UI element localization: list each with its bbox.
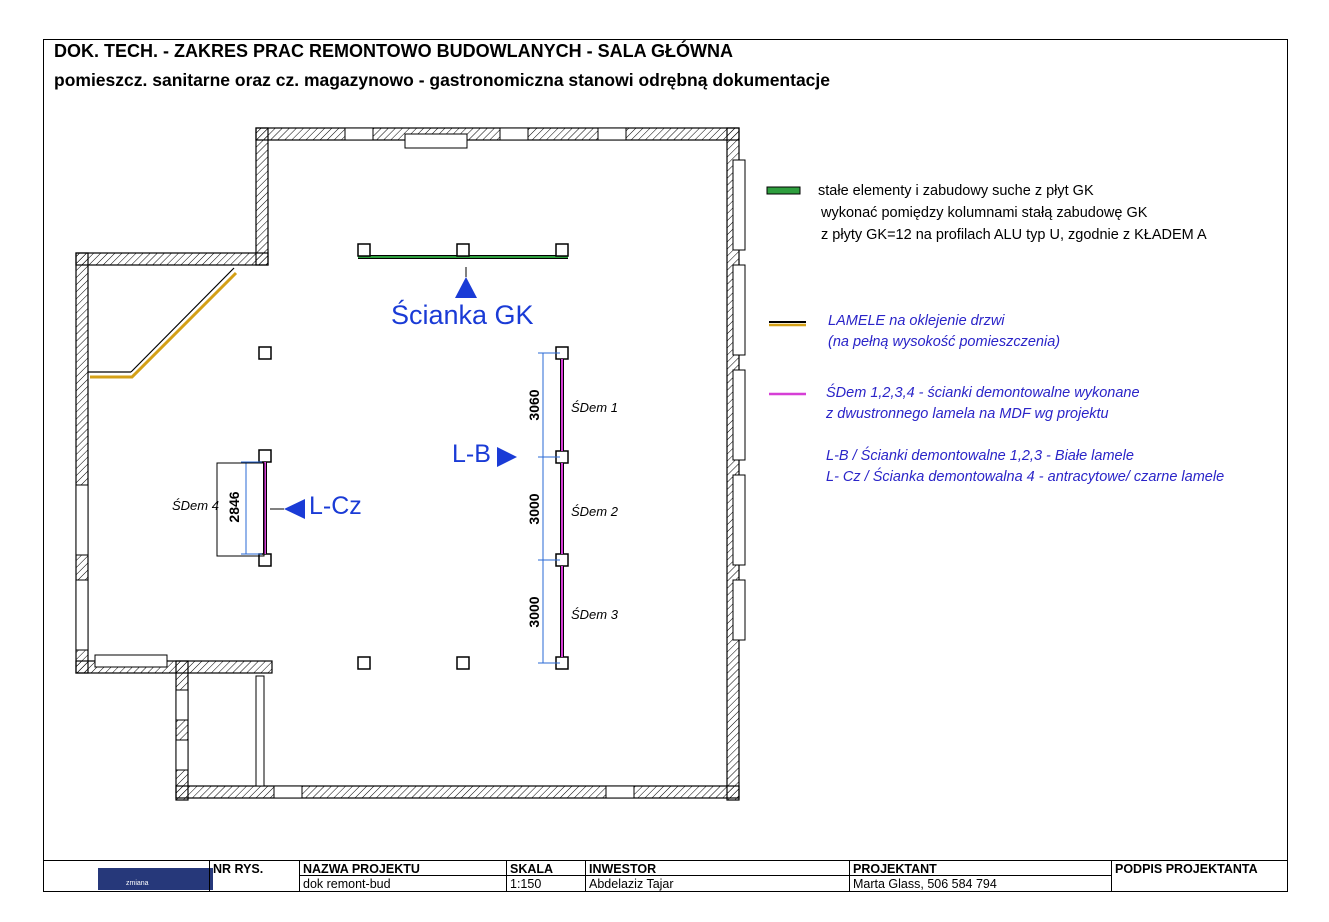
legend-gk-line3: z płyty GK=12 na profilach ALU typ U, zg… bbox=[821, 227, 1207, 243]
sdem-1-dimension: 3060 bbox=[526, 389, 542, 421]
sdem-1-label: ŚDem 1 bbox=[571, 400, 618, 415]
lb-label: L-B bbox=[452, 440, 491, 468]
tb-investor: INWESTOR Abdelaziz Tajar bbox=[585, 861, 849, 892]
legend-lb-note: L-B / Ścianki demontowalne 1,2,3 - Białe… bbox=[826, 448, 1134, 464]
gk-label: Ścianka GK bbox=[391, 300, 534, 330]
tb-scale-label: SKALA bbox=[510, 862, 554, 876]
tb-project-label: NAZWA PROJEKTU bbox=[303, 862, 420, 876]
title-block: NR RYS. NAZWA PROJEKTU dok remont-bud SK… bbox=[43, 860, 1288, 892]
sdem-3-dimension: 3000 bbox=[526, 596, 542, 628]
gk-marker-arrow bbox=[455, 277, 477, 298]
legend-sdem-line1: ŚDem 1,2,3,4 - ścianki demontowalne wyko… bbox=[826, 385, 1140, 401]
openings bbox=[75, 127, 746, 799]
tb-nr-rys-label: NR RYS. bbox=[213, 862, 264, 876]
company-logo bbox=[98, 868, 213, 890]
sdem-4-label: ŚDem 4 bbox=[172, 498, 219, 513]
document-subtitle: pomieszcz. sanitarne oraz cz. magazynowo… bbox=[54, 70, 831, 90]
tb-designer: PROJEKTANT Marta Glass, 506 584 794 bbox=[849, 861, 1111, 892]
sdem-2-label: ŚDem 2 bbox=[571, 504, 618, 519]
lb-marker-arrow bbox=[497, 447, 517, 467]
tb-designer-value: Marta Glass, 506 584 794 bbox=[853, 877, 997, 891]
sdem-3-label: ŚDem 3 bbox=[571, 607, 618, 622]
lamele-swatch bbox=[769, 321, 806, 327]
tb-project-value: dok remont-bud bbox=[303, 877, 391, 891]
logo-text: zmiana bbox=[126, 880, 149, 887]
lcz-marker-arrow bbox=[284, 499, 305, 519]
tb-investor-label: INWESTOR bbox=[589, 862, 657, 876]
sdem-4-dimension: 2846 bbox=[226, 491, 242, 523]
tb-scale-value: 1:150 bbox=[510, 877, 542, 891]
drawing-frame bbox=[43, 39, 1288, 892]
tb-project: NAZWA PROJEKTU dok remont-bud bbox=[299, 861, 506, 892]
tb-nr-rys: NR RYS. bbox=[209, 861, 299, 892]
legend-lcz-note: L- Cz / Ścianka demontowalna 4 - antracy… bbox=[826, 469, 1225, 485]
tb-designer-label: PROJEKTANT bbox=[853, 862, 937, 876]
tb-scale: SKALA 1:150 bbox=[506, 861, 585, 892]
legend-sdem-line2: z dwustronnego lamela na MDF wg projektu bbox=[826, 406, 1109, 422]
sdem-4-detail-box bbox=[216, 462, 265, 557]
legend-lamele-line1: LAMELE na oklejenie drzwi bbox=[828, 313, 1005, 329]
walls bbox=[75, 127, 740, 801]
sdem-2-dimension: 3000 bbox=[526, 493, 542, 525]
dimension-lines bbox=[241, 352, 560, 664]
legend-gk-line2: wykonać pomiędzy kolumnami stałą zabudow… bbox=[821, 205, 1148, 221]
tb-signature-label: PODPIS PROJEKTANTA bbox=[1115, 862, 1258, 876]
sdem-walls bbox=[263, 359, 564, 657]
gk-swatch bbox=[766, 186, 801, 195]
lamele-line bbox=[90, 271, 238, 379]
document-title: DOK. TECH. - ZAKRES PRAC REMONTOWO BUDOW… bbox=[54, 41, 733, 61]
legend-gk-line1: stałe elementy i zabudowy suche z płyt G… bbox=[818, 183, 1094, 199]
tb-signature: PODPIS PROJEKTANTA bbox=[1111, 861, 1287, 892]
lcz-label: L-Cz bbox=[309, 492, 362, 520]
tb-investor-value: Abdelaziz Tajar bbox=[589, 877, 674, 891]
legend-lamele-line2: (na pełną wysokość pomieszczenia) bbox=[828, 334, 1061, 350]
